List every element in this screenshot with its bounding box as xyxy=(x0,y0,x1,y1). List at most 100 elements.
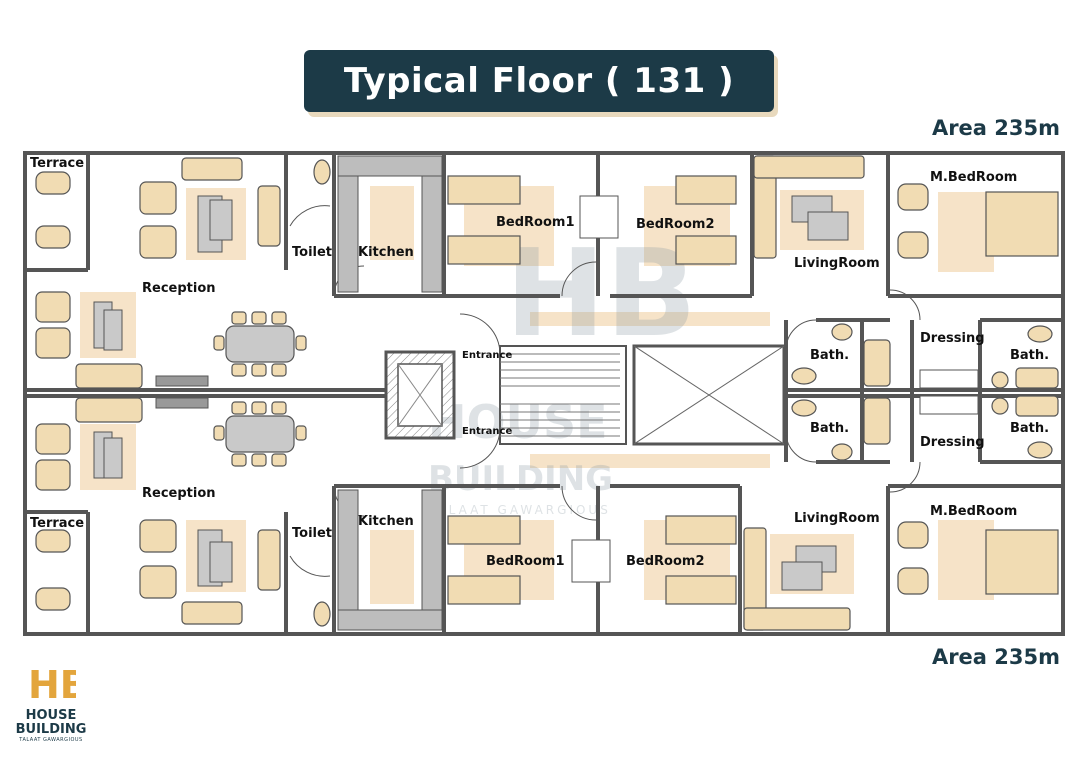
wardrobe xyxy=(919,395,979,415)
rug xyxy=(938,520,994,600)
bed xyxy=(447,175,521,205)
outer-wall xyxy=(23,151,1065,636)
brand-logo: HB HOUSE BUILDING TALAAT GAWARGIOUS xyxy=(14,660,89,743)
label-toilet-bottom: Toilet xyxy=(292,526,332,541)
bed xyxy=(675,235,737,265)
toilet xyxy=(1027,325,1053,343)
shelf xyxy=(155,375,209,387)
counter xyxy=(421,175,443,293)
label-reception-top: Reception xyxy=(142,281,216,296)
label-bath-left-top: Bath. xyxy=(810,348,849,363)
wardrobe xyxy=(571,539,611,583)
bed xyxy=(675,175,737,205)
label-bedroom2-bottom: BedRoom2 xyxy=(626,554,705,569)
counter xyxy=(337,155,443,177)
door-swing xyxy=(289,205,331,227)
bathtub xyxy=(1015,367,1059,389)
armchair xyxy=(139,181,177,215)
l-sofa xyxy=(753,155,865,179)
core xyxy=(384,344,786,446)
door-swing xyxy=(289,555,331,577)
watermark-line2: BUILDING xyxy=(428,459,613,499)
armchair xyxy=(897,231,929,259)
door-swing xyxy=(785,319,817,351)
bed xyxy=(447,235,521,265)
armchair xyxy=(139,225,177,259)
sink xyxy=(831,323,853,341)
bath-fixtures xyxy=(313,159,1059,627)
sofa xyxy=(181,601,243,625)
rug xyxy=(530,312,770,326)
label-terrace-bottom: Terrace xyxy=(30,516,84,531)
sink xyxy=(991,397,1009,415)
label-dressing-top: Dressing xyxy=(920,331,985,346)
label-master-bottom: M.BedRoom xyxy=(930,504,1017,519)
toilet xyxy=(313,159,331,185)
label-bedroom2-top: BedRoom2 xyxy=(636,217,715,232)
room-labels: Terrace Terrace Reception Reception Toil… xyxy=(30,156,1049,569)
watermark-line3: TALAAT GAWARGIOUS xyxy=(427,503,611,517)
bathtub xyxy=(863,397,891,445)
counter xyxy=(337,489,359,631)
stair-treads xyxy=(500,353,620,437)
label-living-top: LivingRoom xyxy=(794,256,880,271)
armchair xyxy=(35,225,71,249)
label-toilet-top: Toilet xyxy=(292,245,332,260)
title-banner: Typical Floor ( 131 ) xyxy=(304,50,774,112)
l-sofa xyxy=(743,607,851,631)
bathtub xyxy=(863,339,891,387)
label-living-bottom: LivingRoom xyxy=(794,511,880,526)
sofa xyxy=(257,529,281,591)
door-swing xyxy=(785,431,817,463)
label-kitchen-top: Kitchen xyxy=(358,245,414,260)
bed xyxy=(665,515,737,545)
logo-mark-icon: HB xyxy=(28,663,89,707)
area-label-top: Area 235m xyxy=(931,116,1060,140)
armchair xyxy=(35,529,71,553)
page-title: Typical Floor ( 131 ) xyxy=(343,61,735,101)
armchair xyxy=(139,565,177,599)
beds xyxy=(447,175,1059,605)
armchair xyxy=(35,327,71,359)
door-swing xyxy=(459,427,501,469)
rug xyxy=(370,530,414,604)
wardrobes xyxy=(155,195,979,583)
label-bedroom1-bottom: BedRoom1 xyxy=(486,554,565,569)
toilet xyxy=(791,399,817,417)
wardrobe xyxy=(919,369,979,389)
sink xyxy=(831,443,853,461)
label-kitchen-bottom: Kitchen xyxy=(358,514,414,529)
walls xyxy=(23,151,1065,636)
rug xyxy=(370,186,414,260)
bed xyxy=(665,575,737,605)
void-cross xyxy=(633,345,785,445)
door-swing xyxy=(889,461,921,493)
rug xyxy=(530,454,770,468)
toilet xyxy=(313,601,331,627)
toilet xyxy=(791,367,817,385)
door-swing xyxy=(561,261,597,297)
logo-tagline: TALAAT GAWARGIOUS xyxy=(19,737,83,743)
bathtub xyxy=(1015,395,1059,417)
double-bed xyxy=(985,529,1059,595)
sofa xyxy=(75,397,143,423)
wardrobe xyxy=(579,195,619,239)
logo-line2: BUILDING xyxy=(15,722,87,737)
armchair xyxy=(35,423,71,455)
sofa xyxy=(181,157,243,181)
coffee-table xyxy=(103,309,123,351)
label-bedroom1-top: BedRoom1 xyxy=(496,215,575,230)
coffee-table xyxy=(781,561,823,591)
label-entrance-bottom: Entrance xyxy=(462,426,512,437)
toilet xyxy=(1027,441,1053,459)
double-bed xyxy=(985,191,1059,257)
counter xyxy=(421,489,443,611)
dining xyxy=(213,311,307,467)
shelf xyxy=(155,397,209,409)
dining-table xyxy=(225,415,295,453)
label-entrance-top: Entrance xyxy=(462,350,512,361)
door-swing xyxy=(889,289,921,321)
armchair xyxy=(897,567,929,595)
dining-table xyxy=(225,325,295,363)
